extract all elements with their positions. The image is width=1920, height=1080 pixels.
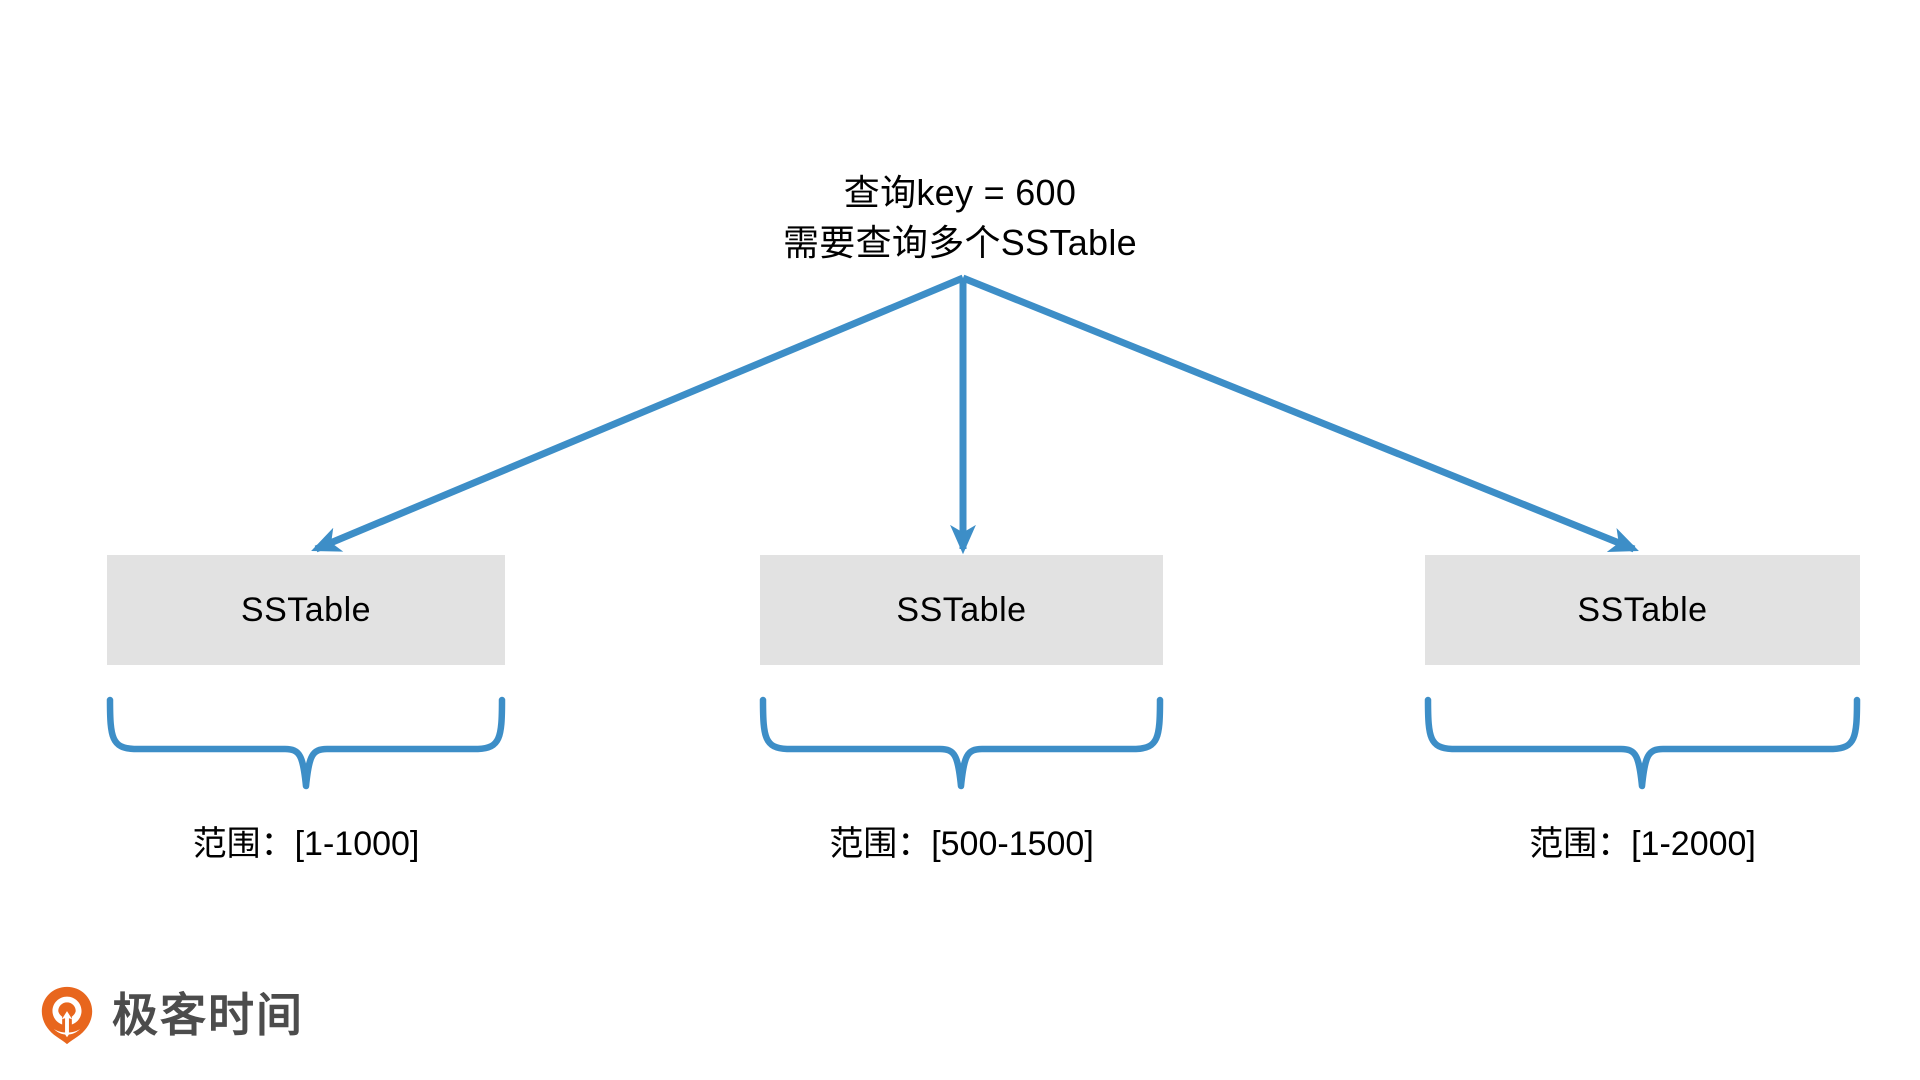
sstable-label: SSTable (1577, 590, 1708, 629)
query-caption: 查询key = 600 需要查询多个SSTable (0, 168, 1920, 268)
sstable-label: SSTable (896, 590, 1027, 629)
geektime-logo-icon (41, 986, 93, 1045)
query-caption-line-2: 需要查询多个SSTable (783, 222, 1137, 263)
brace-sstable-1 (759, 696, 1164, 790)
brace-sstable-0 (106, 696, 506, 790)
sstable-label: SSTable (240, 590, 372, 629)
sstable-range-label: 范围：[1-1000] (192, 825, 420, 863)
brace-sstable-2 (1424, 696, 1861, 790)
arrow-to-sstable-0 (311, 274, 965, 553)
sstable-box[interactable]: SSTable (1425, 555, 1860, 665)
sstable-range-label: 范围：[1-2000] (1529, 825, 1756, 863)
sstable-range-label: 范围：[500-1500] (829, 825, 1094, 863)
sstable-box[interactable]: SSTable (107, 555, 505, 665)
sstable-box[interactable]: SSTable (760, 555, 1163, 665)
query-caption-line-1: 查询key = 600 (843, 172, 1077, 213)
geektime-logo: 极客时间 (36, 984, 304, 1046)
arrow-to-sstable-2 (961, 274, 1639, 553)
geektime-logo-text: 极客时间 (112, 989, 304, 1041)
